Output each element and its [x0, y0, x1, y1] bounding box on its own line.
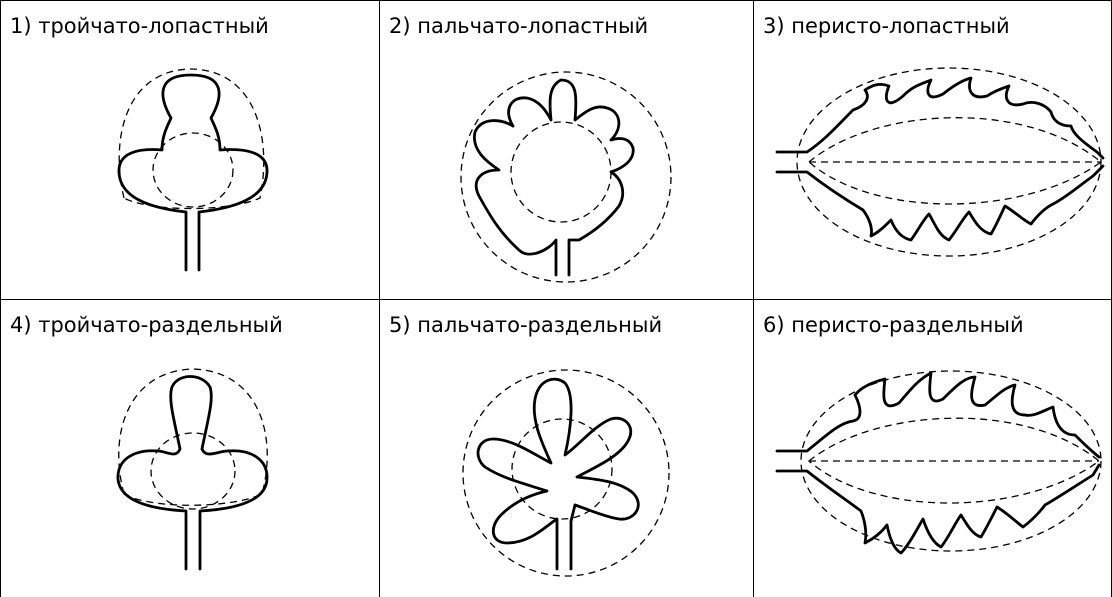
pinnately-parted-leaf-icon	[753, 299, 1112, 597]
pinnately-lobed-leaf-icon	[753, 0, 1112, 299]
ternately-lobed-leaf-icon	[0, 0, 379, 299]
palmately-parted-leaf-icon	[379, 299, 753, 597]
ternately-parted-leaf-icon	[0, 299, 379, 597]
table-cell-6: 6) перисто-раздельный	[753, 299, 1112, 597]
table-cell-2: 2) пальчато-лопастный	[379, 0, 753, 299]
table-cell-1: 1) тройчато-лопастный	[0, 0, 379, 299]
palmately-lobed-leaf-icon	[379, 0, 753, 299]
table-cell-3: 3) перисто-лопастный	[753, 0, 1112, 299]
table-cell-4: 4) тройчато-раздельный	[0, 299, 379, 597]
table-cell-5: 5) пальчато-раздельный	[379, 299, 753, 597]
